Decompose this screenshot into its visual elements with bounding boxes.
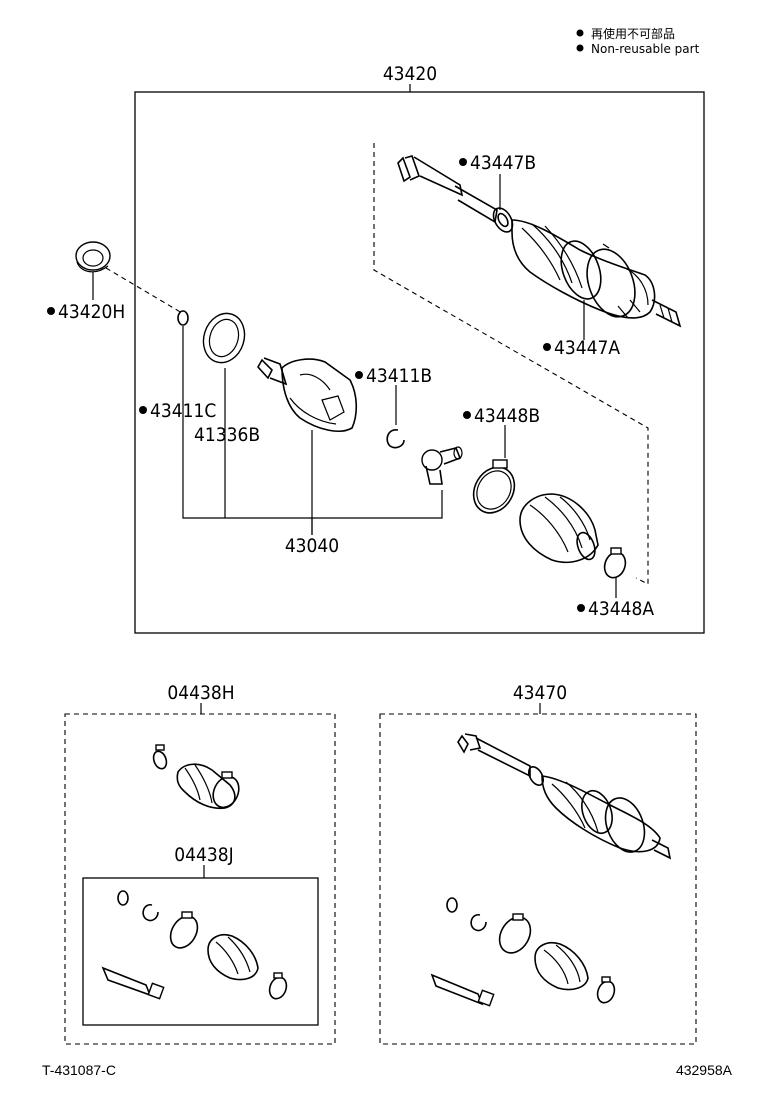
- dashed-outline: [373, 143, 649, 585]
- snap-ring-drawing: [177, 310, 189, 326]
- clamp-small-drawing: [603, 547, 627, 579]
- kit-boot-inner-number[interactable]: 04438J: [174, 844, 233, 866]
- outer-shaft-drawing: [397, 155, 682, 328]
- snap-ring-drawing: [386, 429, 405, 449]
- part-43447B[interactable]: 43447B: [470, 152, 536, 174]
- leader-line: [105, 267, 183, 314]
- part-43448A[interactable]: 43448A: [588, 598, 654, 620]
- non-reusable-bullet-icon: [576, 44, 584, 52]
- non-reusable-bullet-icon: [47, 307, 55, 315]
- inboard-joint-drawing: [257, 357, 358, 432]
- legend-japanese: 再使用不可部品: [591, 26, 675, 41]
- footer-right-code: 432958A: [676, 1062, 733, 1078]
- non-reusable-bullet-icon: [543, 343, 551, 351]
- tripod-drawing: [421, 446, 463, 485]
- kit-boot-number[interactable]: 04438H: [167, 682, 234, 704]
- part-43448B[interactable]: 43448B: [474, 405, 540, 427]
- part-43447A[interactable]: 43447A: [554, 337, 620, 359]
- non-reusable-bullet-icon: [576, 29, 584, 37]
- non-reusable-bullet-icon: [459, 158, 467, 166]
- kit-boot-drawing: [152, 744, 240, 810]
- kit-shaft-drawing: [457, 733, 672, 860]
- kit-boot-inner-drawing: [101, 890, 288, 1000]
- part-43411B[interactable]: 43411B: [366, 365, 432, 387]
- non-reusable-bullet-icon: [355, 371, 363, 379]
- kit-boot-box: [64, 713, 336, 1045]
- legend: 再使用不可部品 Non-reusable part: [576, 26, 700, 56]
- kit-boot-inner-box: [82, 877, 319, 1026]
- clamp-large-drawing: [472, 459, 516, 514]
- non-reusable-bullet-icon: [577, 604, 585, 612]
- kit-shaft-number[interactable]: 43470: [513, 682, 567, 704]
- kit-shaft-box: [379, 713, 697, 1045]
- footer-left-code: T-431087-C: [42, 1062, 116, 1078]
- non-reusable-bullet-icon: [139, 406, 147, 414]
- seal-ring-drawing: [202, 312, 246, 364]
- part-41336B[interactable]: 41336B: [194, 424, 260, 446]
- kit-shaft-parts-drawing: [430, 897, 616, 1007]
- assembly-number[interactable]: 43420: [383, 63, 437, 85]
- assembly-box: [134, 91, 705, 634]
- part-43411C[interactable]: 43411C: [150, 400, 216, 422]
- non-reusable-bullet-icon: [463, 411, 471, 419]
- dust-seal-drawing: [75, 241, 111, 273]
- boot-drawing: [519, 493, 599, 564]
- part-43420H[interactable]: 43420H: [58, 301, 125, 323]
- legend-english: Non-reusable part: [591, 42, 700, 56]
- part-43040[interactable]: 43040: [285, 535, 339, 557]
